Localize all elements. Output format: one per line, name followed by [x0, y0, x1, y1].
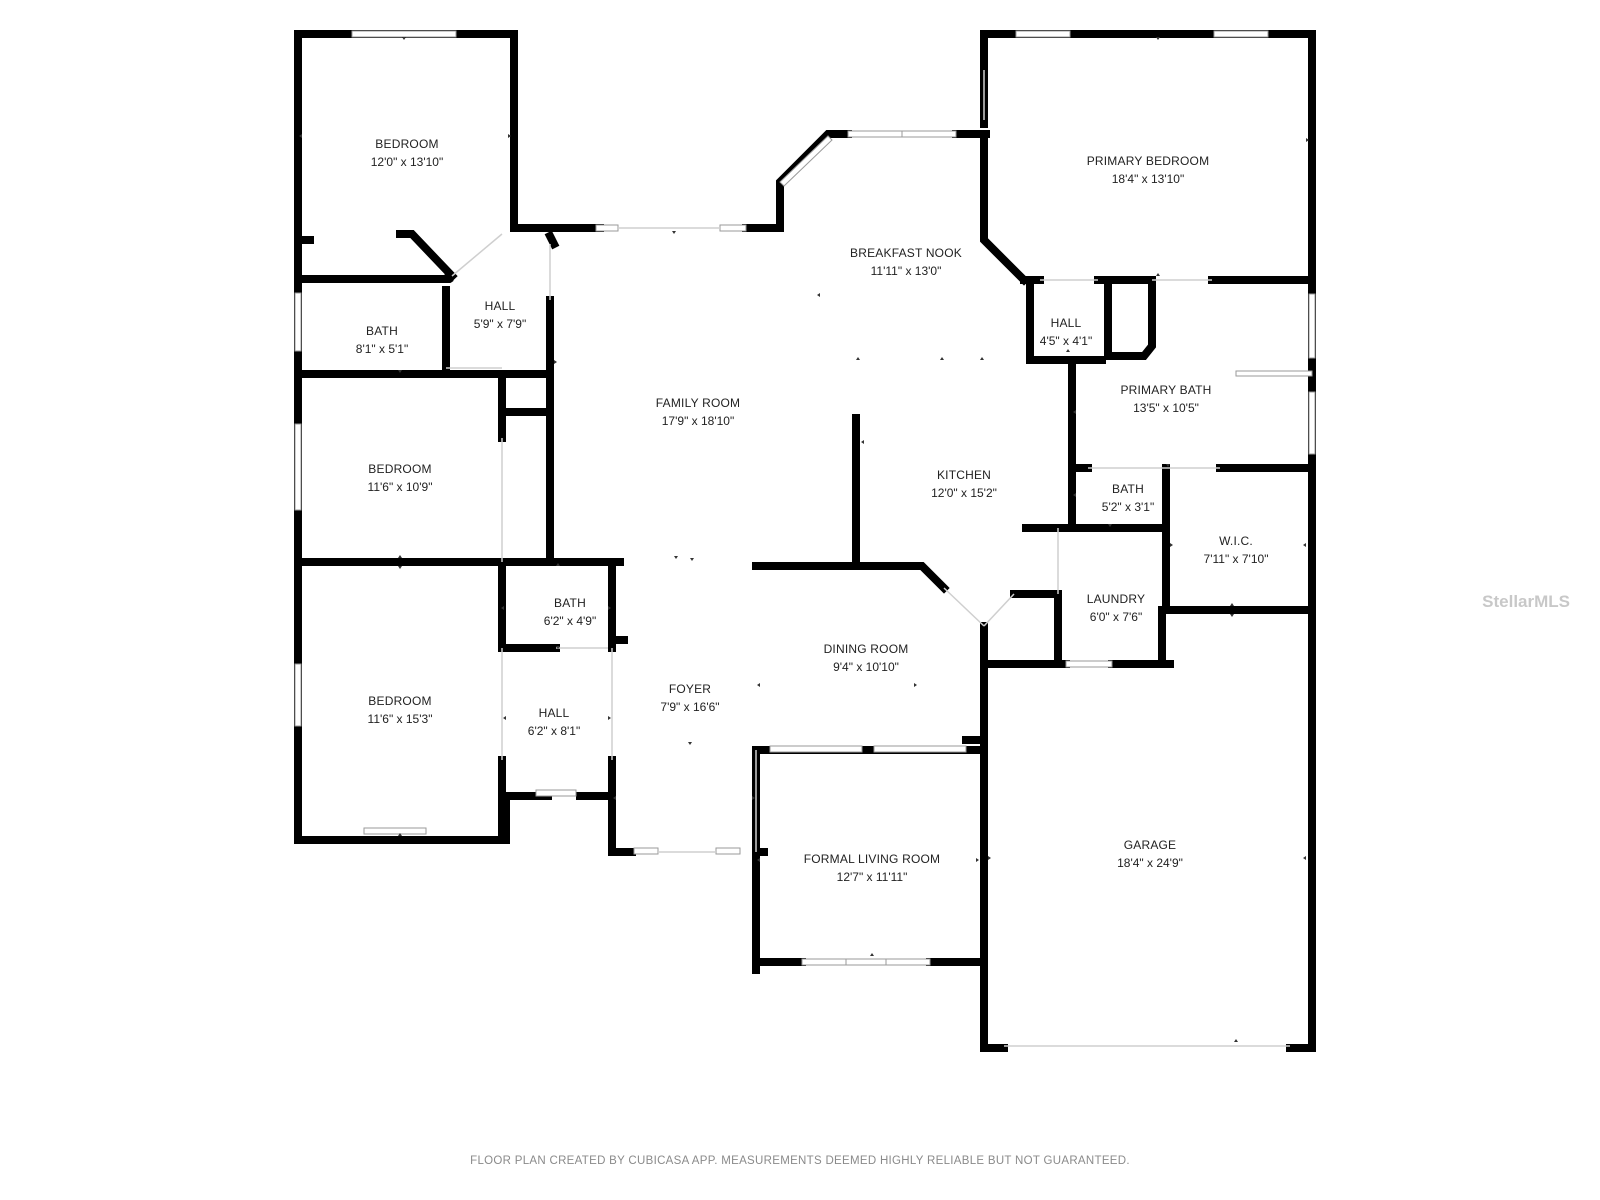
room-label-hall-sw: HALL	[539, 706, 570, 720]
room-label-formal: FORMAL LIVING ROOM	[804, 852, 941, 866]
room-label-bedroom-sw: BEDROOM	[368, 694, 431, 708]
room-label-laundry: LAUNDRY	[1087, 592, 1146, 606]
room-dims-laundry: 6'0" x 7'6"	[1090, 610, 1142, 624]
walls	[294, 30, 1316, 1052]
room-dims-garage: 18'4" x 24'9"	[1117, 856, 1183, 870]
room-label-primary-bed: PRIMARY BEDROOM	[1087, 154, 1210, 168]
room-dims-hall-e: 4'5" x 4'1"	[1040, 334, 1092, 348]
openings	[446, 70, 1290, 1047]
room-dims-hall-sw: 6'2" x 8'1"	[528, 724, 580, 738]
room-dims-primary-bath: 13'5" x 10'5"	[1133, 401, 1199, 415]
room-label-wic: W.I.C.	[1219, 534, 1253, 548]
room-label-hall-e: HALL	[1051, 316, 1082, 330]
room-dims-formal: 12'7" x 11'11"	[837, 870, 908, 884]
room-label-bath-c: BATH	[554, 596, 586, 610]
room-dims-foyer: 7'9" x 16'6"	[660, 700, 719, 714]
room-dims-bedroom-nw: 12'0" x 13'10"	[371, 155, 444, 169]
watermark-logo: StellarMLS	[1482, 592, 1570, 611]
room-dims-bath-w: 8'1" x 5'1"	[356, 342, 408, 356]
room-label-family: FAMILY ROOM	[656, 396, 740, 410]
room-dims-nook: 11'11" x 13'0"	[871, 264, 942, 278]
room-label-bath-w: BATH	[366, 324, 398, 338]
room-labels: BEDROOM 12'0" x 13'10" BATH 8'1" x 5'1" …	[356, 137, 1269, 884]
footer-disclaimer: FLOOR PLAN CREATED BY CUBICASA APP. MEAS…	[470, 1155, 1130, 1167]
room-dims-bath-c: 6'2" x 4'9"	[544, 614, 596, 628]
room-dims-family: 17'9" x 18'10"	[662, 414, 735, 428]
room-dims-kitchen: 12'0" x 15'2"	[931, 486, 997, 500]
room-dims-primary-bed: 18'4" x 13'10"	[1112, 172, 1185, 186]
room-label-garage: GARAGE	[1124, 838, 1177, 852]
room-dims-wic: 7'11" x 7'10"	[1204, 552, 1269, 566]
room-dims-bath-e: 5'2" x 3'1"	[1102, 500, 1154, 514]
room-label-hall-nw: HALL	[485, 299, 516, 313]
room-label-bath-e: BATH	[1112, 482, 1144, 496]
dimension-ticks	[299, 37, 1309, 1042]
room-label-bedroom-w: BEDROOM	[368, 462, 431, 476]
room-label-dining: DINING ROOM	[824, 642, 909, 656]
room-dims-bedroom-w: 11'6" x 10'9"	[368, 480, 433, 494]
room-label-bedroom-nw: BEDROOM	[375, 137, 438, 151]
room-label-kitchen: KITCHEN	[937, 468, 991, 482]
room-dims-hall-nw: 5'9" x 7'9"	[474, 317, 526, 331]
room-dims-dining: 9'4" x 10'10"	[833, 660, 899, 674]
room-label-foyer: FOYER	[669, 682, 711, 696]
room-label-nook: BREAKFAST NOOK	[850, 246, 962, 260]
room-dims-bedroom-sw: 11'6" x 15'3"	[368, 712, 433, 726]
room-label-primary-bath: PRIMARY BATH	[1120, 383, 1211, 397]
